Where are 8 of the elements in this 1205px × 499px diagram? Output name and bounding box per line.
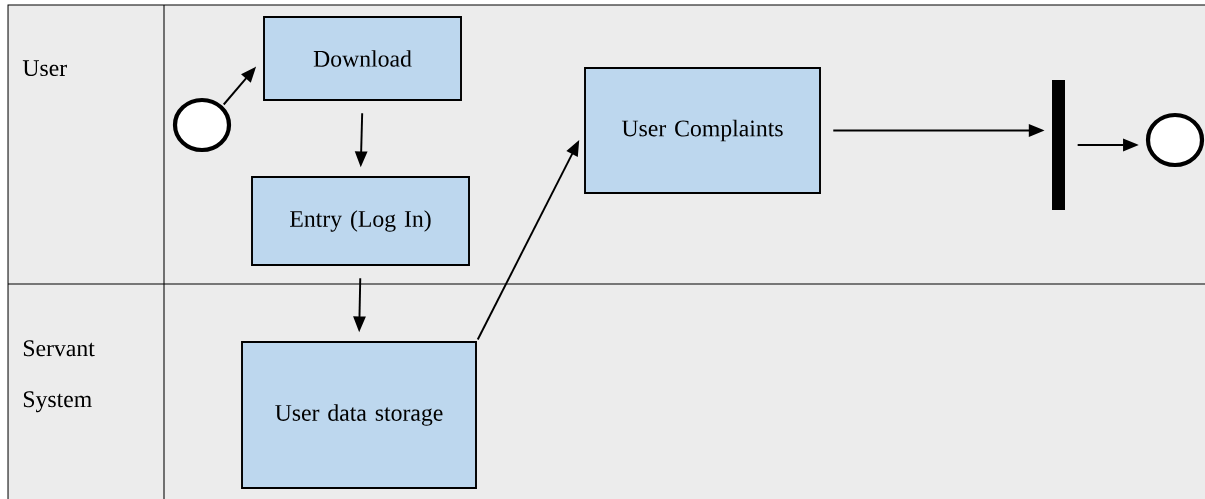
lane-label: User xyxy=(22,60,67,77)
join-bar xyxy=(1052,80,1065,210)
process-box: Entry (Log In) xyxy=(251,176,470,266)
process-box: Download xyxy=(263,16,462,101)
lane-label: Servant System xyxy=(23,340,95,413)
terminal-circle xyxy=(1145,112,1205,168)
process-box: User data storage xyxy=(241,341,477,489)
process-box: User Complaints xyxy=(584,67,821,194)
